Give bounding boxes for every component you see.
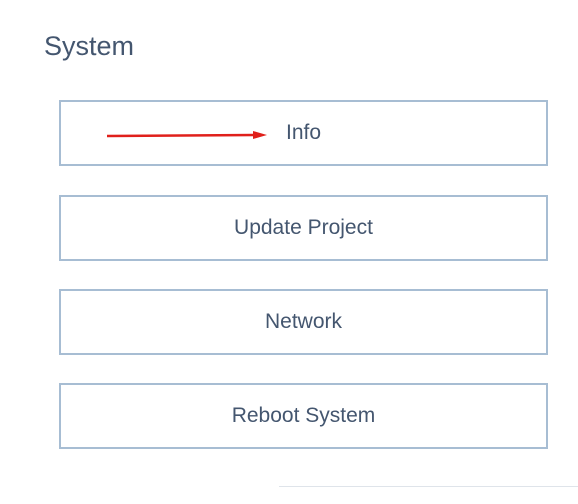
page-title: System <box>44 31 135 61</box>
network-button-label: Network <box>264 310 343 333</box>
reboot-system-button-label: Reboot System <box>231 404 376 427</box>
info-button[interactable]: Info <box>59 100 548 166</box>
info-button-label: Info <box>285 121 322 144</box>
reboot-system-button[interactable]: Reboot System <box>59 383 548 449</box>
update-project-button-label: Update Project <box>234 216 373 239</box>
bottom-divider <box>279 486 578 487</box>
update-project-button[interactable]: Update Project <box>59 195 548 261</box>
network-button[interactable]: Network <box>59 289 548 355</box>
